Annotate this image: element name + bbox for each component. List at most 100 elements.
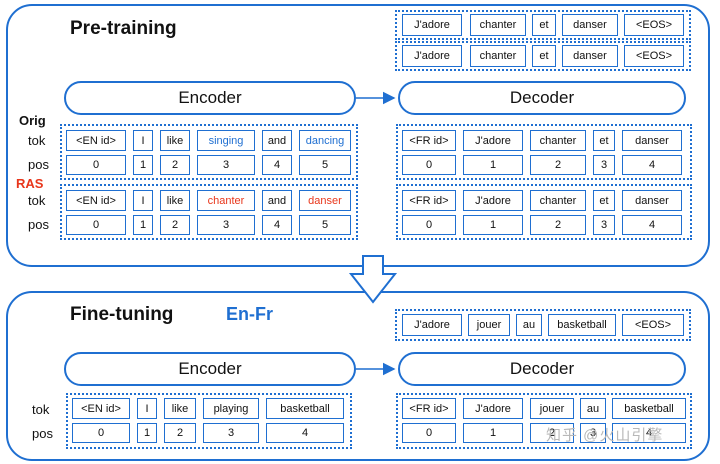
target-cell: <EOS> [622, 314, 684, 336]
ras-encoder-group [60, 184, 358, 240]
orig-encoder-group [60, 124, 358, 180]
target-cell: danser [562, 45, 618, 67]
dec-token: <FR id> [402, 398, 456, 419]
dec-token: jouer [530, 398, 574, 419]
dec-pos: 0 [402, 215, 456, 235]
pretraining-title: Pre-training [70, 18, 177, 39]
pretraining-encoder: Encoder [64, 81, 356, 115]
enc-pos: 1 [133, 155, 153, 175]
target-cell: J'adore [402, 314, 462, 336]
dec-pos: 1 [463, 215, 523, 235]
dec-pos: 0 [402, 155, 456, 175]
ras-decoder-group [396, 184, 692, 240]
dec-pos: 4 [612, 423, 686, 443]
finetuning-encoder-group [66, 393, 352, 449]
enc-pos: 1 [133, 215, 153, 235]
dec-pos: 2 [530, 215, 586, 235]
dec-token: et [593, 190, 615, 211]
enc-token: basketball [266, 398, 344, 419]
dec-pos: 2 [530, 423, 574, 443]
enc-pos: 4 [262, 155, 292, 175]
dec-pos: 1 [463, 155, 523, 175]
enc-token: <EN id> [66, 190, 126, 211]
ras-label: RAS [16, 176, 44, 191]
dec-pos: 2 [530, 155, 586, 175]
dec-token: J'adore [463, 130, 523, 151]
dec-pos: 3 [593, 155, 615, 175]
target-cell: jouer [468, 314, 510, 336]
enc-token: dancing [299, 130, 351, 151]
dec-pos: 4 [622, 215, 682, 235]
dec-pos: 3 [593, 215, 615, 235]
enc-token: I [133, 130, 153, 151]
dec-token: basketball [612, 398, 686, 419]
target-cell: J'adore [402, 45, 462, 67]
enc-pos: 2 [164, 423, 196, 443]
orig-label: Orig [19, 113, 46, 128]
enc-token: like [160, 190, 190, 211]
enc-token: chanter [197, 190, 255, 211]
enc-pos: 0 [66, 155, 126, 175]
dec-token: et [593, 130, 615, 151]
target-cell: et [532, 14, 556, 36]
dec-token: danser [622, 130, 682, 151]
enc-pos: 0 [66, 215, 126, 235]
target-cell: basketball [548, 314, 616, 336]
enc-token: playing [203, 398, 259, 419]
enc-pos: 4 [262, 215, 292, 235]
pretraining-decoder: Decoder [398, 81, 686, 115]
target-cell: au [516, 314, 542, 336]
enc-token: I [133, 190, 153, 211]
dec-token: <FR id> [402, 190, 456, 211]
enc-token: <EN id> [66, 130, 126, 151]
enc-token: like [160, 130, 190, 151]
dec-token: au [580, 398, 606, 419]
enc-token: singing [197, 130, 255, 151]
dec-pos: 1 [463, 423, 523, 443]
tok-label: tok [28, 133, 46, 148]
pretraining-target-group-1 [395, 10, 691, 40]
target-cell: <EOS> [624, 14, 684, 36]
target-cell: J'adore [402, 14, 462, 36]
target-cell: <EOS> [624, 45, 684, 67]
finetuning-title: Fine-tuning [70, 304, 174, 325]
enc-token: <EN id> [72, 398, 130, 419]
enc-pos: 1 [137, 423, 157, 443]
target-cell: chanter [470, 45, 526, 67]
enc-token: and [262, 190, 292, 211]
enc-token: and [262, 130, 292, 151]
pos-label: pos [28, 157, 49, 172]
target-cell: chanter [470, 14, 526, 36]
dec-pos: 3 [580, 423, 606, 443]
finetuning-encoder: Encoder [64, 352, 356, 386]
enc-pos: 4 [266, 423, 344, 443]
tok-label: tok [28, 193, 46, 208]
dec-token: chanter [530, 130, 586, 151]
enc-pos: 5 [299, 215, 351, 235]
enc-pos: 5 [299, 155, 351, 175]
pos-label: pos [28, 217, 49, 232]
finetuning-decoder: Decoder [398, 352, 686, 386]
finetuning-target-group [395, 309, 691, 341]
pretraining-target-group-2 [395, 41, 691, 71]
enc-pos: 0 [72, 423, 130, 443]
tok-label: tok [32, 402, 50, 417]
dec-token: J'adore [463, 190, 523, 211]
enc-token: like [164, 398, 196, 419]
dec-pos: 4 [622, 155, 682, 175]
enc-pos: 2 [160, 215, 190, 235]
down-arrow-icon [348, 255, 398, 304]
dec-token: J'adore [463, 398, 523, 419]
enc-token: danser [299, 190, 351, 211]
enc-token: I [137, 398, 157, 419]
enc-pos: 3 [203, 423, 259, 443]
dec-token: <FR id> [402, 130, 456, 151]
enc-pos: 2 [160, 155, 190, 175]
enc-pos: 3 [197, 215, 255, 235]
pos-label: pos [32, 426, 53, 441]
watermark: 知乎 @火山引擎 [546, 427, 664, 444]
enc-pos: 3 [197, 155, 255, 175]
dec-token: chanter [530, 190, 586, 211]
finetuning-decoder-group [396, 393, 692, 449]
